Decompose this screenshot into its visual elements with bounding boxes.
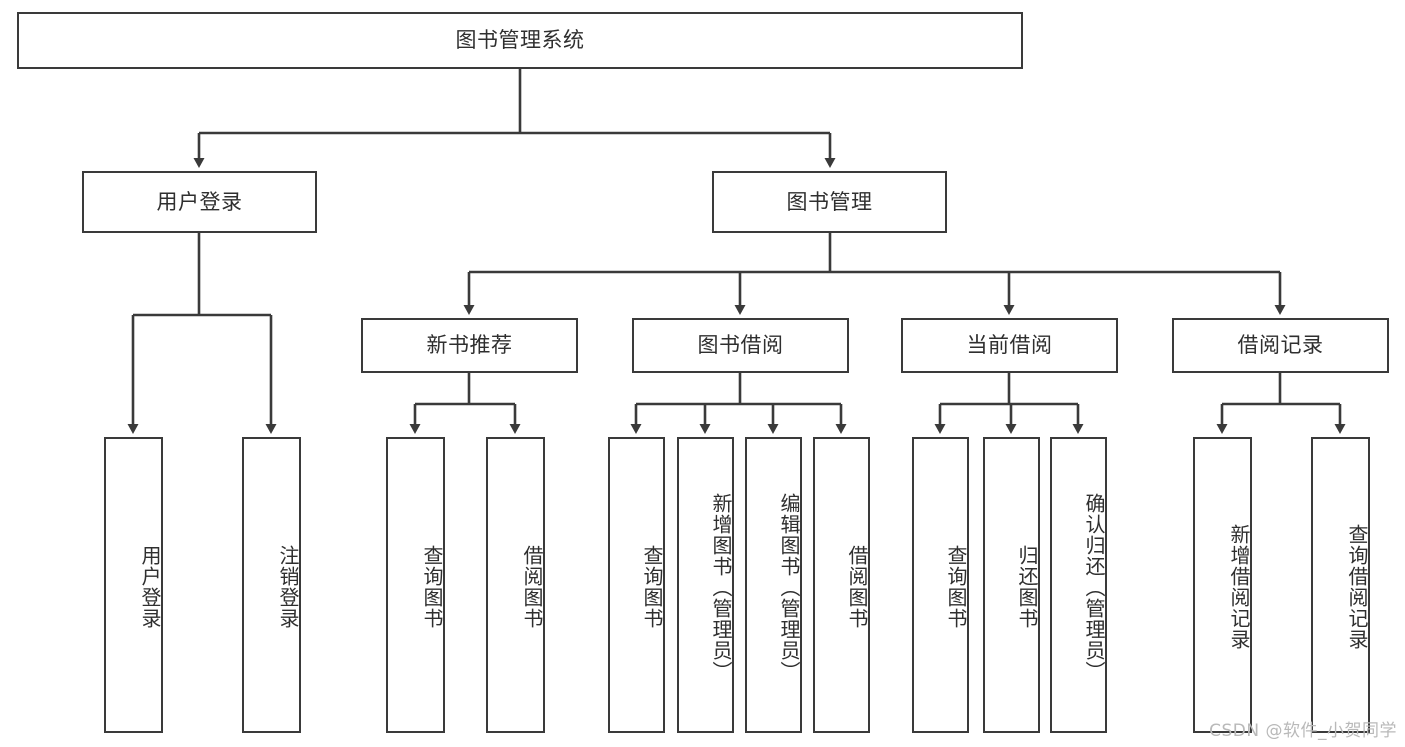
node-leaf-return-book-label: 归还图书 bbox=[1015, 545, 1039, 629]
node-leaf-confirm-return-label: 确认归还（管理员） bbox=[1082, 492, 1106, 682]
node-book-borrow[interactable]: 图书借阅 bbox=[632, 318, 849, 373]
node-leaf-query-book-bor-label: 查询图书 bbox=[640, 545, 664, 629]
node-leaf-add-borrow-record[interactable]: 新增借阅记录 bbox=[1193, 437, 1252, 733]
node-leaf-borrow-book-rec-label: 借阅图书 bbox=[520, 545, 544, 629]
node-leaf-add-borrow-record-label: 新增借阅记录 bbox=[1227, 524, 1251, 650]
node-leaf-edit-book-label: 编辑图书（管理员） bbox=[777, 492, 801, 682]
node-new-book-recommend-label: 新书推荐 bbox=[426, 333, 513, 358]
node-root-label: 图书管理系统 bbox=[455, 28, 585, 53]
node-book-manage[interactable]: 图书管理 bbox=[712, 171, 947, 233]
node-leaf-borrow-book-rec[interactable]: 借阅图书 bbox=[486, 437, 545, 733]
node-leaf-edit-book[interactable]: 编辑图书（管理员） bbox=[745, 437, 802, 733]
watermark-text: CSDN @软件_小贺同学 bbox=[1209, 721, 1397, 741]
node-root[interactable]: 图书管理系统 bbox=[17, 12, 1023, 69]
node-current-borrow-label: 当前借阅 bbox=[966, 333, 1053, 358]
node-leaf-return-book[interactable]: 归还图书 bbox=[983, 437, 1040, 733]
node-current-borrow[interactable]: 当前借阅 bbox=[901, 318, 1118, 373]
node-leaf-query-book-rec[interactable]: 查询图书 bbox=[386, 437, 445, 733]
node-leaf-add-book[interactable]: 新增图书（管理员） bbox=[677, 437, 734, 733]
node-leaf-user-login[interactable]: 用户登录 bbox=[104, 437, 163, 733]
node-leaf-add-book-label: 新增图书（管理员） bbox=[709, 492, 733, 682]
node-book-borrow-label: 图书借阅 bbox=[697, 333, 784, 358]
node-leaf-borrow-book-bor-label: 借阅图书 bbox=[845, 545, 869, 629]
node-leaf-query-book-cur[interactable]: 查询图书 bbox=[912, 437, 969, 733]
node-leaf-query-borrow-record-label: 查询借阅记录 bbox=[1345, 524, 1369, 650]
node-leaf-user-logout-label: 注销登录 bbox=[276, 545, 300, 629]
node-leaf-user-login-label: 用户登录 bbox=[138, 545, 162, 629]
node-book-manage-label: 图书管理 bbox=[786, 189, 873, 214]
node-leaf-query-book-rec-label: 查询图书 bbox=[420, 545, 444, 629]
node-leaf-confirm-return[interactable]: 确认归还（管理员） bbox=[1050, 437, 1107, 733]
node-user-login-label: 用户登录 bbox=[156, 189, 243, 214]
node-new-book-recommend[interactable]: 新书推荐 bbox=[361, 318, 578, 373]
node-borrow-record-label: 借阅记录 bbox=[1237, 333, 1324, 358]
node-leaf-borrow-book-bor[interactable]: 借阅图书 bbox=[813, 437, 870, 733]
node-user-login[interactable]: 用户登录 bbox=[82, 171, 317, 233]
node-leaf-user-logout[interactable]: 注销登录 bbox=[242, 437, 301, 733]
node-borrow-record[interactable]: 借阅记录 bbox=[1172, 318, 1389, 373]
node-leaf-query-borrow-record[interactable]: 查询借阅记录 bbox=[1311, 437, 1370, 733]
node-leaf-query-book-cur-label: 查询图书 bbox=[944, 545, 968, 629]
node-leaf-query-book-bor[interactable]: 查询图书 bbox=[608, 437, 665, 733]
